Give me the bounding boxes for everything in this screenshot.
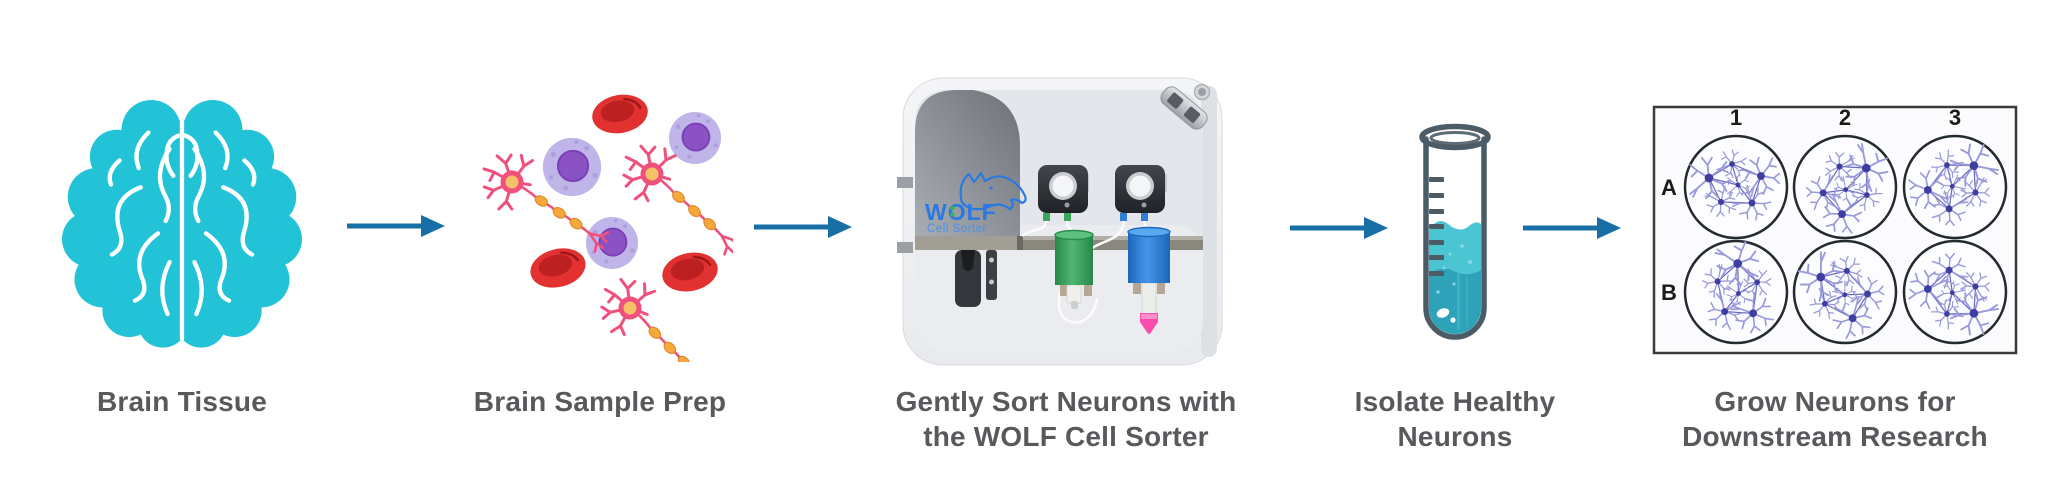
step-label-sort-neurons: Gently Sort Neurons with the WOLF Cell S… <box>871 384 1261 454</box>
flow-arrow <box>752 212 854 242</box>
sorter-dark-panel <box>915 90 1020 236</box>
tube-liquid <box>1429 221 1481 334</box>
pump-module <box>1038 165 1089 221</box>
red-blood-cell-icon <box>524 241 592 295</box>
well-plate-icon: 1 2 3 A B <box>1652 105 2018 356</box>
label-line: Brain Tissue <box>97 386 267 417</box>
label-line: Neurons <box>1397 421 1513 452</box>
label-line: Grow Neurons for <box>1714 386 1956 417</box>
step-label-isolate-neurons: Isolate Healthy Neurons <box>1330 384 1580 454</box>
immune-cell-icon <box>668 111 722 165</box>
column-label: 2 <box>1839 105 1851 130</box>
step-label-brain-tissue: Brain Tissue <box>37 384 327 419</box>
red-blood-cell-icon <box>587 89 653 139</box>
step-label-grow-neurons: Grow Neurons for Downstream Research <box>1640 384 2030 454</box>
red-blood-cell-icon <box>657 246 723 298</box>
hinge-clip <box>1160 86 1208 130</box>
blue-cartridge <box>1127 226 1171 334</box>
wolf-cell-sorter-icon: WOLF Cell Sorter <box>897 77 1223 366</box>
brain-shape <box>62 99 302 348</box>
label-line: Isolate Healthy <box>1354 386 1556 417</box>
sorter-handle <box>955 250 981 307</box>
flow-arrow <box>1288 213 1390 243</box>
immune-cell-icon <box>585 216 639 270</box>
row-label: B <box>1661 280 1677 305</box>
neuron-icon <box>590 275 727 362</box>
column-label: 1 <box>1730 105 1742 130</box>
flow-arrow <box>345 211 447 241</box>
column-label: 3 <box>1949 105 1961 130</box>
test-tube-icon <box>1419 123 1491 340</box>
cell-mixture-icon <box>480 89 733 362</box>
pump-module <box>1115 165 1167 221</box>
wolf-logo: WOLF Cell Sorter <box>925 171 1027 235</box>
label-line: Gently Sort Neurons with <box>895 386 1237 417</box>
label-line: Downstream Research <box>1682 421 1988 452</box>
label-line: the WOLF Cell Sorter <box>923 421 1209 452</box>
flow-arrow <box>1521 213 1623 243</box>
step-label-brain-sample-prep: Brain Sample Prep <box>450 384 750 419</box>
immune-cell-icon <box>541 136 603 198</box>
wolf-head-icon <box>959 171 1027 211</box>
well-plate-labels: 1 2 3 A B <box>1661 105 1961 305</box>
label-line: Brain Sample Prep <box>473 386 727 417</box>
brain-icon <box>62 99 302 348</box>
green-cartridge <box>1054 229 1094 309</box>
brain-sulci-lines <box>110 102 257 342</box>
wolf-logo-brand: WOLF <box>925 199 997 225</box>
wolf-logo-product: Cell Sorter <box>927 223 987 235</box>
tube-graduations <box>1429 177 1444 276</box>
row-label: A <box>1661 175 1677 200</box>
